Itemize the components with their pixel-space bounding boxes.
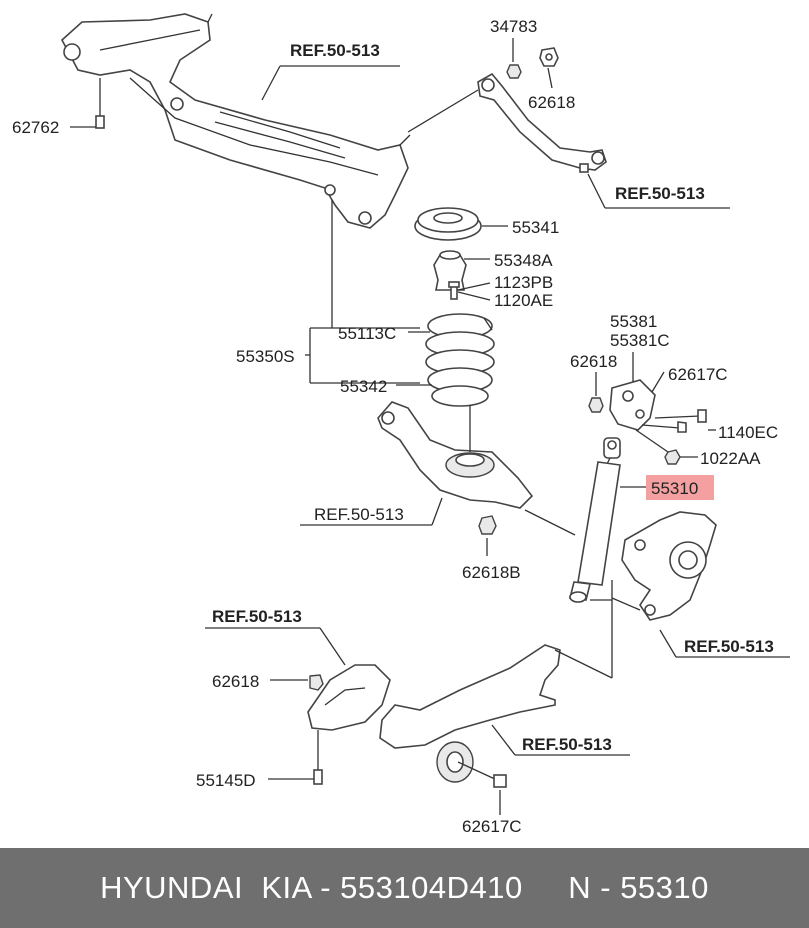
part-label-62618-bracket: 62618 <box>212 672 259 691</box>
part-label-1120AE: 1120AE <box>494 291 553 310</box>
trailing-arm <box>379 600 613 788</box>
part-label-55342: 55342 <box>340 377 387 396</box>
spring-seat-upper <box>414 207 482 241</box>
bolt-1123PB <box>448 281 460 300</box>
bolt-62762 <box>95 78 105 129</box>
part-label-55381: 55381 <box>610 312 657 331</box>
footer-text: HYUNDAI KIA - 553104D410 N - 55310 <box>100 870 709 905</box>
coil-spring <box>425 313 495 407</box>
part-label-55350S: 55350S <box>236 347 295 366</box>
part-label-62617C-bottom: 62617C <box>462 817 522 836</box>
shock-mount-bracket <box>588 379 707 465</box>
nut-62618B <box>478 515 497 556</box>
part-label-62618-mid: 62618 <box>570 352 617 371</box>
part-label-62618-top: 62618 <box>528 93 575 112</box>
part-label-55381C: 55381C <box>610 331 670 350</box>
mounting-bracket <box>307 664 391 785</box>
part-number-footer: HYUNDAI KIA - 553104D410 N - 55310 <box>0 848 809 928</box>
ref-label-trailing-arm: REF.50-513 <box>522 735 612 754</box>
nut-62618-top <box>539 47 559 67</box>
knuckle <box>611 511 717 621</box>
highlight-box <box>646 475 714 500</box>
ref-label-bracket: REF.50-513 <box>212 607 302 626</box>
part-label-55145D: 55145D <box>196 771 256 790</box>
part-label-55341: 55341 <box>512 218 559 237</box>
ref-label-top: REF.50-513 <box>290 41 380 60</box>
parts-diagram: REF.50-513 34783 62618 62762 REF.50-513 … <box>12 13 790 836</box>
upper-arm <box>407 72 607 173</box>
part-label-1140EC: 1140EC <box>718 423 778 442</box>
part-label-62617C-top: 62617C <box>668 365 728 384</box>
part-label-34783: 34783 <box>490 17 537 36</box>
part-label-1123PB: 1123PB <box>494 273 553 292</box>
part-label-55348A: 55348A <box>494 251 553 270</box>
spring-group-bracket <box>305 200 420 384</box>
ref-label-arm: REF.50-513 <box>615 184 705 203</box>
crossmember <box>60 13 411 229</box>
lower-arm <box>377 401 576 536</box>
shock-absorber <box>569 437 621 603</box>
highlighted-part-55310: 55310 <box>646 475 714 500</box>
ref-label-lower-arm: REF.50-513 <box>314 505 404 524</box>
nut-34783 <box>506 64 522 79</box>
leader-lines <box>70 38 790 815</box>
part-label-1022AA: 1022AA <box>700 449 761 468</box>
ref-label-knuckle: REF.50-513 <box>684 637 774 656</box>
part-label-62762: 62762 <box>12 118 59 137</box>
part-label-55113C: 55113C <box>338 324 396 343</box>
part-label-62618B: 62618B <box>462 563 521 582</box>
part-label-55310: 55310 <box>651 479 698 498</box>
